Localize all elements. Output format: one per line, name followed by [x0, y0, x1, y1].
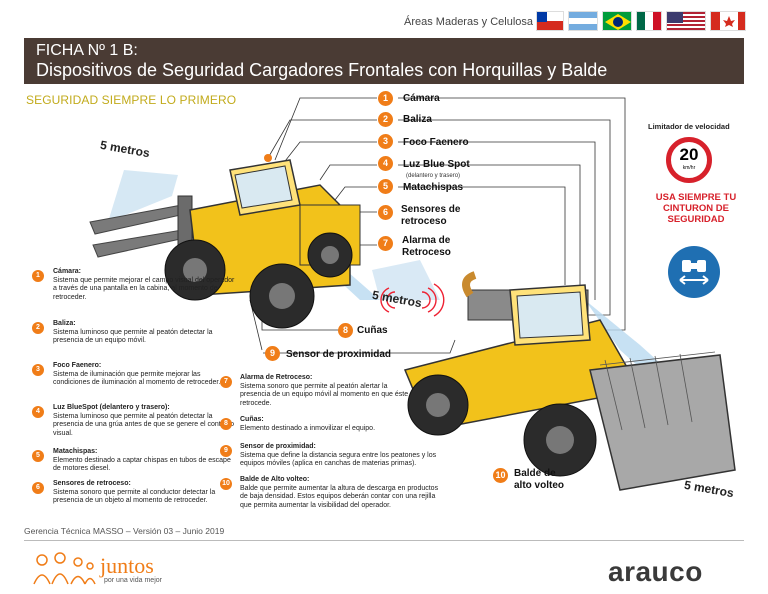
desc-2-badge: 2: [32, 322, 44, 334]
desc-7: Alarma de Retroceso:Sistema sonoro que p…: [240, 374, 409, 407]
canada-flag-icon: [710, 11, 746, 31]
seatbelt-message: USA SIEMPRE TU CINTURON DE SEGURIDAD: [655, 192, 737, 225]
desc-9: Sensor de proximidad:Sistema que define …: [240, 443, 437, 467]
juntos-tagline: por una vida mejor: [104, 577, 162, 584]
desc-2: Baliza:Sistema luminoso que permite al p…: [53, 320, 213, 344]
callout-5-badge: 5: [378, 179, 393, 194]
desc-6: Sensores de retroceso:Sistema sonoro que…: [53, 480, 216, 504]
safety-slogan: SEGURIDAD SIEMPRE LO PRIMERO: [26, 93, 237, 107]
callout-8-badge: 8: [338, 323, 353, 338]
seatbelt-sign-icon: [668, 246, 720, 298]
mexico-flag-icon: [636, 11, 662, 31]
speed-limit-value: 20: [679, 145, 699, 164]
callout-6-badge: 6: [378, 205, 393, 220]
sheet-number: FICHA Nº 1 B:: [36, 42, 138, 59]
callout-2-badge: 2: [378, 112, 393, 127]
desc-8: Cuñas:Elemento destinado a inmovilizar e…: [240, 416, 376, 432]
speed-limiter-title: Limitador de velocidad: [648, 122, 730, 131]
desc-1: Cámara:Sistema que permite mejorar el ca…: [53, 268, 235, 301]
callout-3-label: Foco Faenero: [403, 137, 469, 148]
desc-6-badge: 6: [32, 482, 44, 494]
brazil-flag-icon: [602, 11, 632, 31]
argentina-flag-icon: [568, 11, 598, 31]
areas-label: Áreas Maderas y Celulosa: [404, 16, 534, 28]
arauco-logo: arauco: [608, 556, 703, 587]
distance-left: 5 metros: [99, 137, 151, 161]
speed-limit-unit: km/hr: [682, 165, 696, 171]
callout-1-badge: 1: [378, 91, 393, 106]
callout-9-label: Sensor de proximidad: [286, 349, 392, 360]
callout-7-badge: 7: [378, 236, 393, 251]
top-bar: Áreas Maderas y Celulosa: [0, 0, 768, 38]
desc-1-badge: 1: [32, 270, 44, 282]
juntos-logo: juntos: [100, 553, 154, 578]
title-banner: FICHA Nº 1 B: Dispositivos de Seguridad …: [24, 38, 744, 84]
callout-10-label: Balde de alto volteo: [514, 468, 565, 491]
chile-flag-icon: [536, 11, 564, 31]
callout-6-label: Sensores de retroceso: [401, 204, 461, 227]
callout-4-badge: 4: [378, 156, 393, 171]
callout-7-label: Alarma de Retroceso: [402, 235, 451, 258]
desc-10-badge: 10: [220, 478, 232, 490]
desc-4-badge: 4: [32, 406, 44, 418]
callout-9-badge: 9: [265, 346, 280, 361]
speed-limit-sign-icon: 20 km/hr: [666, 137, 712, 183]
callout-1-label: Cámara: [403, 93, 440, 104]
callout-4-sublabel: (delantero y trasero): [406, 173, 461, 179]
callout-5-label: Matachispas: [403, 182, 464, 193]
distance-right: 5 metros: [683, 477, 735, 501]
desc-7-badge: 7: [220, 376, 232, 388]
footer-divider: [24, 540, 744, 541]
distance-middle: 5 metros: [371, 287, 423, 311]
desc-9-badge: 9: [220, 445, 232, 457]
juntos-people-icon: [33, 552, 96, 585]
desc-8-badge: 8: [220, 418, 232, 430]
desc-5-badge: 5: [32, 450, 44, 462]
desc-10: Balde de Alto volteo:Balde que permite a…: [240, 476, 439, 509]
callout-10-badge: 10: [493, 468, 508, 483]
callout-2-label: Baliza: [403, 114, 432, 125]
usa-flag-icon: [666, 11, 706, 31]
callout-4-label: Luz Blue Spot: [403, 159, 470, 170]
page-title: Dispositivos de Seguridad Cargadores Fro…: [36, 60, 608, 80]
version-footer: Gerencia Técnica MASSO – Versión 03 – Ju…: [24, 526, 225, 536]
desc-5: Matachispas:Elemento destinado a captar …: [53, 448, 231, 472]
callout-8-label: Cuñas: [357, 325, 388, 336]
desc-3-badge: 3: [32, 364, 44, 376]
callout-3-badge: 3: [378, 134, 393, 149]
desc-3: Foco Faenero:Sistema de iluminación que …: [53, 362, 221, 386]
desc-4: Luz BlueSpot (delantero y trasero):Siste…: [53, 404, 234, 437]
